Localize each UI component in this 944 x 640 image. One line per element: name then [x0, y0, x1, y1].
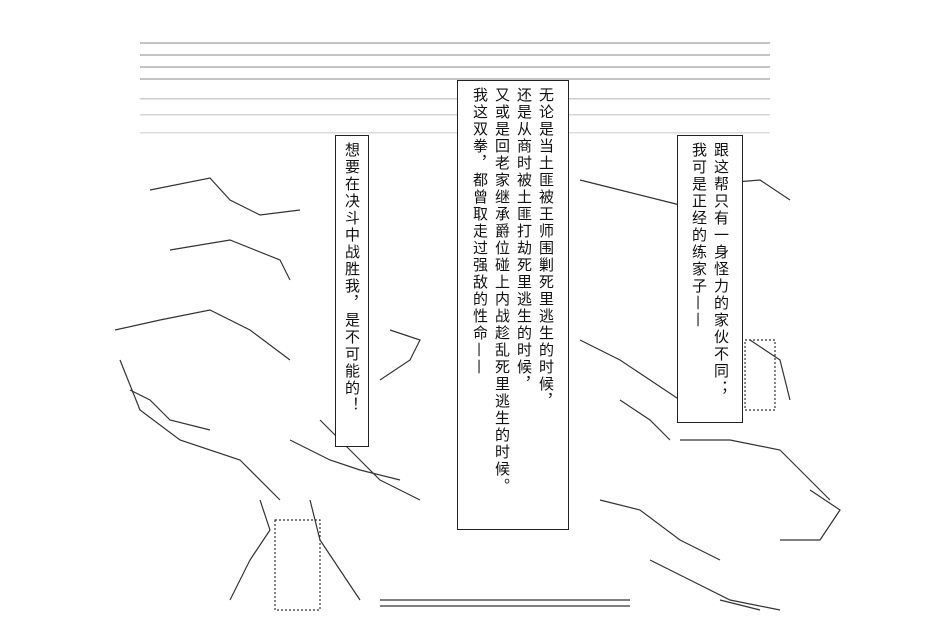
dotted-background: [140, 42, 770, 134]
speech-line: 无论是当土匪被王师围剿死里逃生的时候，: [537, 87, 555, 410]
speech-line: 跟这帮只有一身怪力的家伙不同；: [712, 142, 730, 397]
speech-line: 我可是正经的练家子——: [690, 142, 708, 329]
speech-line: 还是从商时被土匪打劫死里逃生的时候，: [515, 87, 533, 393]
speech-line: 又或是回老家继承爵位碰上内战趁乱死里逃生的时候。: [493, 87, 511, 495]
speech-bubble-right: 跟这帮只有一身怪力的家伙不同； 我可是正经的练家子——: [677, 135, 743, 423]
speech-bubble-left: 想要在决斗中战胜我，是不可能的！: [335, 135, 369, 447]
speech-line: 我这双拳，都曾取走过强敌的性命——: [471, 87, 489, 376]
left-warrior-figure: [114, 177, 630, 611]
speech-bubble-center: 无论是当土匪被王师围剿死里逃生的时候， 还是从商时被土匪打劫死里逃生的时候， 又…: [457, 80, 569, 530]
speech-line: 想要在决斗中战胜我，是不可能的！: [343, 142, 361, 414]
